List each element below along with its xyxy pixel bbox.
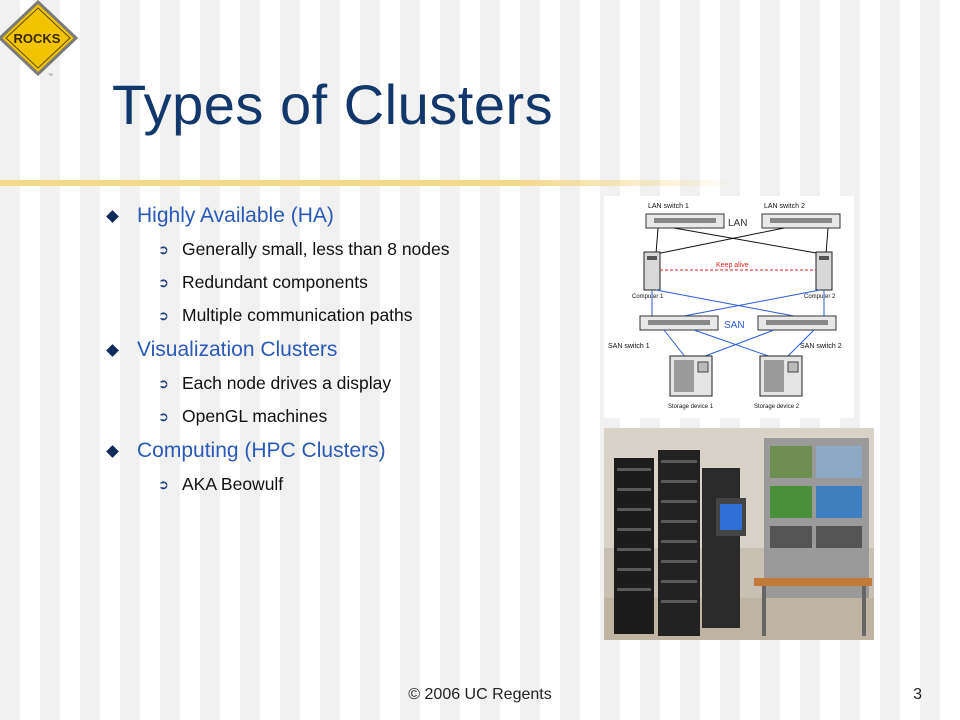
san-switch-1: SAN switch 1 [608,315,719,350]
arrow-bullet-icon: ➲ [158,476,169,492]
arrow-bullet-icon: ➲ [158,274,169,290]
svg-text:LAN switch 2: LAN switch 2 [764,203,805,210]
svg-text:Storage device 1: Storage device 1 [668,404,714,410]
svg-text:Computer 1: Computer 1 [632,294,664,300]
bullet-ha: Highly Available (HA) [106,204,586,228]
keep-alive-label: Keep alive [716,262,749,269]
svg-text:ROCKS: ROCKS [14,31,61,46]
sub-bullet: ➲Multiple communication paths [158,305,413,325]
lan-switch-2: LAN switch 2 [761,203,841,229]
san-label: SAN [724,320,745,331]
svg-text:Computer 2: Computer 2 [804,294,836,300]
arrow-bullet-icon: ➲ [158,241,169,257]
bullet-list: Highly Available (HA) ➲Generally small, … [106,204,586,507]
page-number: 3 [913,686,922,703]
cluster-photo [604,428,874,640]
sub-bullet: ➲OpenGL machines [158,406,328,426]
bullet-computing: Computing (HPC Clusters) [106,439,586,463]
svg-text:™: ™ [48,73,53,79]
svg-text:LAN switch 1: LAN switch 1 [648,203,689,210]
computer-1: Computer 1 [632,251,664,300]
ha-cluster-diagram: LAN switch 1 LAN switch 2 LAN Computer 1… [604,196,854,418]
diamond-bullet-icon [106,444,119,458]
lan-label: LAN [728,218,747,229]
rocks-logo: ROCKS ™ [0,0,79,79]
svg-text:Storage device 2: Storage device 2 [754,404,800,410]
sub-bullet: ➲Redundant components [158,272,368,292]
arrow-bullet-icon: ➲ [158,375,169,391]
diamond-bullet-icon [106,209,119,223]
diamond-bullet-icon [106,343,119,357]
arrow-bullet-icon: ➲ [158,408,169,424]
storage-device-2: Storage device 2 [754,355,803,410]
copyright-text: © 2006 UC Regents [408,686,552,703]
bullet-visualization: Visualization Clusters [106,338,586,362]
sub-bullet: ➲AKA Beowulf [158,474,284,494]
computer-2: Computer 2 [804,251,836,300]
title-underline [0,180,740,186]
storage-device-1: Storage device 1 [668,355,714,410]
sub-bullet: ➲Each node drives a display [158,373,392,393]
slide-title: Types of Clusters [112,73,554,136]
svg-text:SAN switch 2: SAN switch 2 [800,343,842,350]
lan-switch-1: LAN switch 1 [645,203,725,229]
svg-text:SAN switch 1: SAN switch 1 [608,343,650,350]
sub-bullet: ➲Generally small, less than 8 nodes [158,239,450,259]
san-switch-2: SAN switch 2 [757,315,842,350]
arrow-bullet-icon: ➲ [158,307,169,323]
